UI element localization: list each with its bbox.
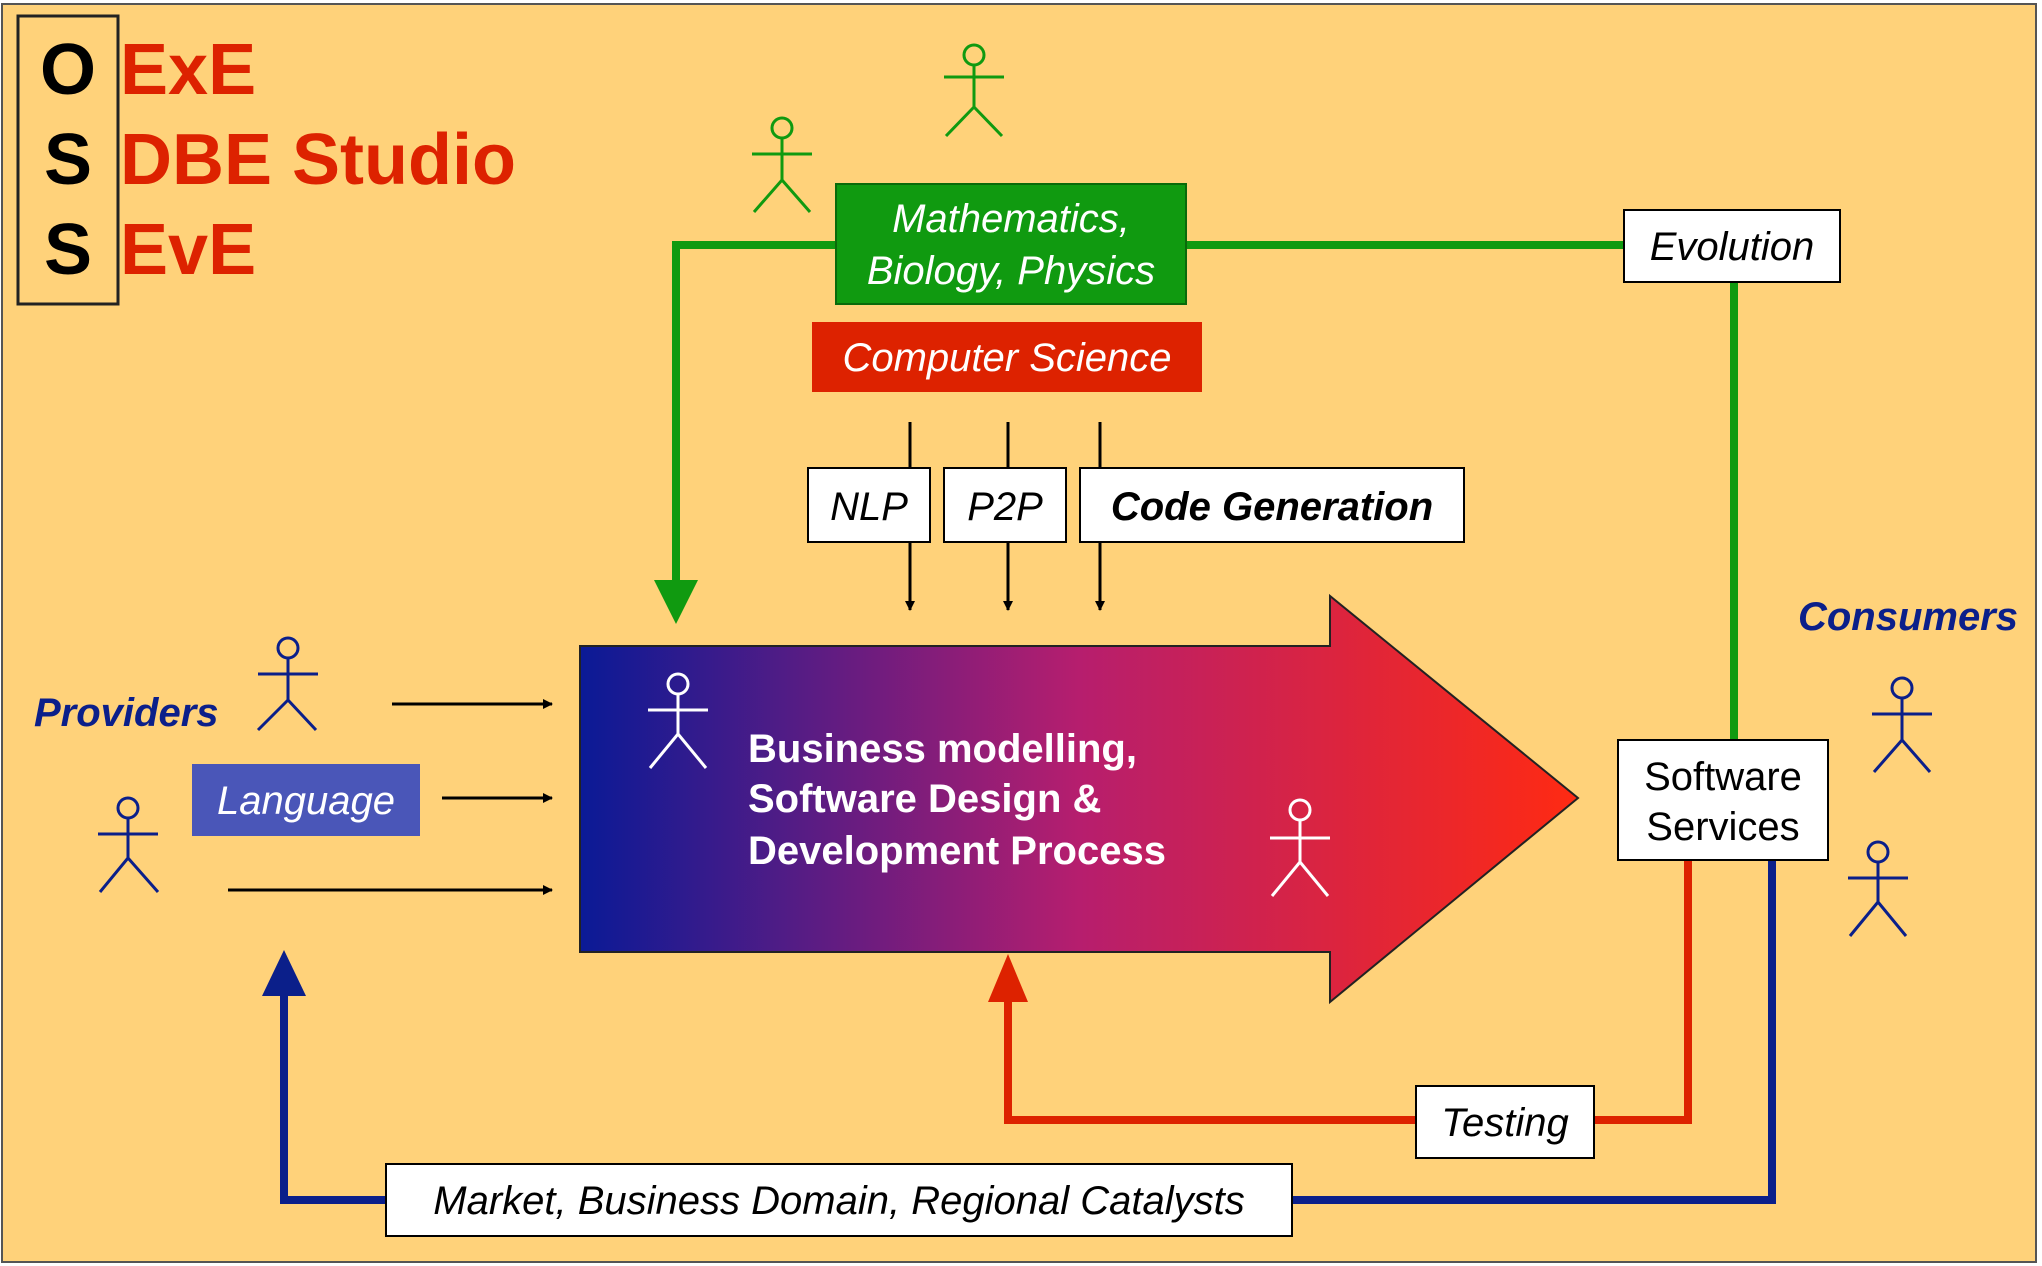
- person-icon-provider-1: [256, 636, 318, 732]
- tech-box-code-generation: Code Generation: [1079, 467, 1465, 543]
- market-arrowhead: [262, 950, 306, 996]
- science-label-line2: Biology, Physics: [867, 249, 1155, 293]
- software-services-line2: Services: [1646, 805, 1799, 849]
- process-label-line3: Development Process: [748, 829, 1166, 873]
- science-box: Mathematics, Biology, Physics: [835, 183, 1187, 305]
- tech-label-code-generation: Code Generation: [1111, 485, 1433, 529]
- evolution-box: Evolution: [1623, 209, 1841, 283]
- testing-box-bg: [1415, 1085, 1595, 1159]
- computer-science-box: Computer Science: [812, 322, 1202, 392]
- tech-label-nlp: NLP: [830, 485, 908, 529]
- tech-label-p2p: P2P: [967, 485, 1043, 529]
- person-icon-green-2: [752, 116, 812, 213]
- person-icon-consumer-2: [1848, 840, 1908, 937]
- language-label: Language: [217, 779, 395, 823]
- person-icon-green-1: [944, 43, 1004, 138]
- market-box: Market, Business Domain, Regional Cataly…: [385, 1163, 1293, 1237]
- computer-science-box-bg: [812, 322, 1202, 392]
- stick-figures: [98, 43, 1932, 937]
- provider-input-arrows: [228, 699, 553, 895]
- oss-letter-s1: S: [44, 120, 92, 200]
- tech-box-p2p-bg: [943, 467, 1067, 543]
- product-eve: EvE: [120, 210, 256, 290]
- market-label: Market, Business Domain, Regional Cataly…: [433, 1179, 1244, 1223]
- tech-box-nlp: NLP: [807, 467, 931, 543]
- testing-arrowhead: [988, 954, 1028, 1002]
- oss-badge: O S S: [16, 14, 120, 306]
- market-box-bg: [385, 1163, 1293, 1237]
- product-exe: ExE: [120, 30, 256, 110]
- evolution-loop: [672, 241, 1738, 740]
- evolution-box-bg: [1623, 209, 1841, 283]
- process-label-line1: Business modelling,: [748, 727, 1137, 771]
- oss-box: [16, 14, 120, 306]
- science-box-bg: [835, 183, 1187, 305]
- person-icon-process-1: [648, 672, 708, 769]
- computer-science-label: Computer Science: [842, 336, 1171, 380]
- software-services-box-bg: [1617, 739, 1829, 861]
- oss-letter-o: O: [40, 30, 96, 110]
- software-services-box: Software Services: [1617, 739, 1829, 861]
- person-icon-consumer-1: [1872, 676, 1932, 773]
- consumers-label: Consumers: [1798, 595, 2018, 639]
- person-icon-process-2: [1270, 798, 1330, 897]
- evolution-arrowhead: [654, 580, 698, 624]
- providers-label: Providers: [34, 691, 219, 735]
- testing-loop: [1004, 860, 1692, 1124]
- testing-box: Testing: [1415, 1085, 1595, 1159]
- process-label-line2: Software Design &: [748, 777, 1101, 821]
- science-label-line1: Mathematics,: [892, 197, 1130, 241]
- evolution-label: Evolution: [1650, 225, 1815, 269]
- product-dbe-studio: DBE Studio: [120, 120, 516, 200]
- tech-box-p2p: P2P: [943, 467, 1067, 543]
- technology-input-arrows: [905, 422, 1105, 611]
- testing-label: Testing: [1441, 1101, 1569, 1145]
- software-services-line1: Software: [1644, 755, 1802, 799]
- evolution-line-top: [672, 241, 1734, 590]
- language-box: Language: [192, 764, 420, 836]
- process-arrow: [579, 593, 1580, 1005]
- tech-box-code-generation-bg: [1079, 467, 1465, 543]
- person-icon-provider-2: [98, 796, 160, 893]
- oss-letter-s2: S: [44, 210, 92, 290]
- tech-box-nlp-bg: [807, 467, 931, 543]
- language-box-bg: [192, 764, 420, 836]
